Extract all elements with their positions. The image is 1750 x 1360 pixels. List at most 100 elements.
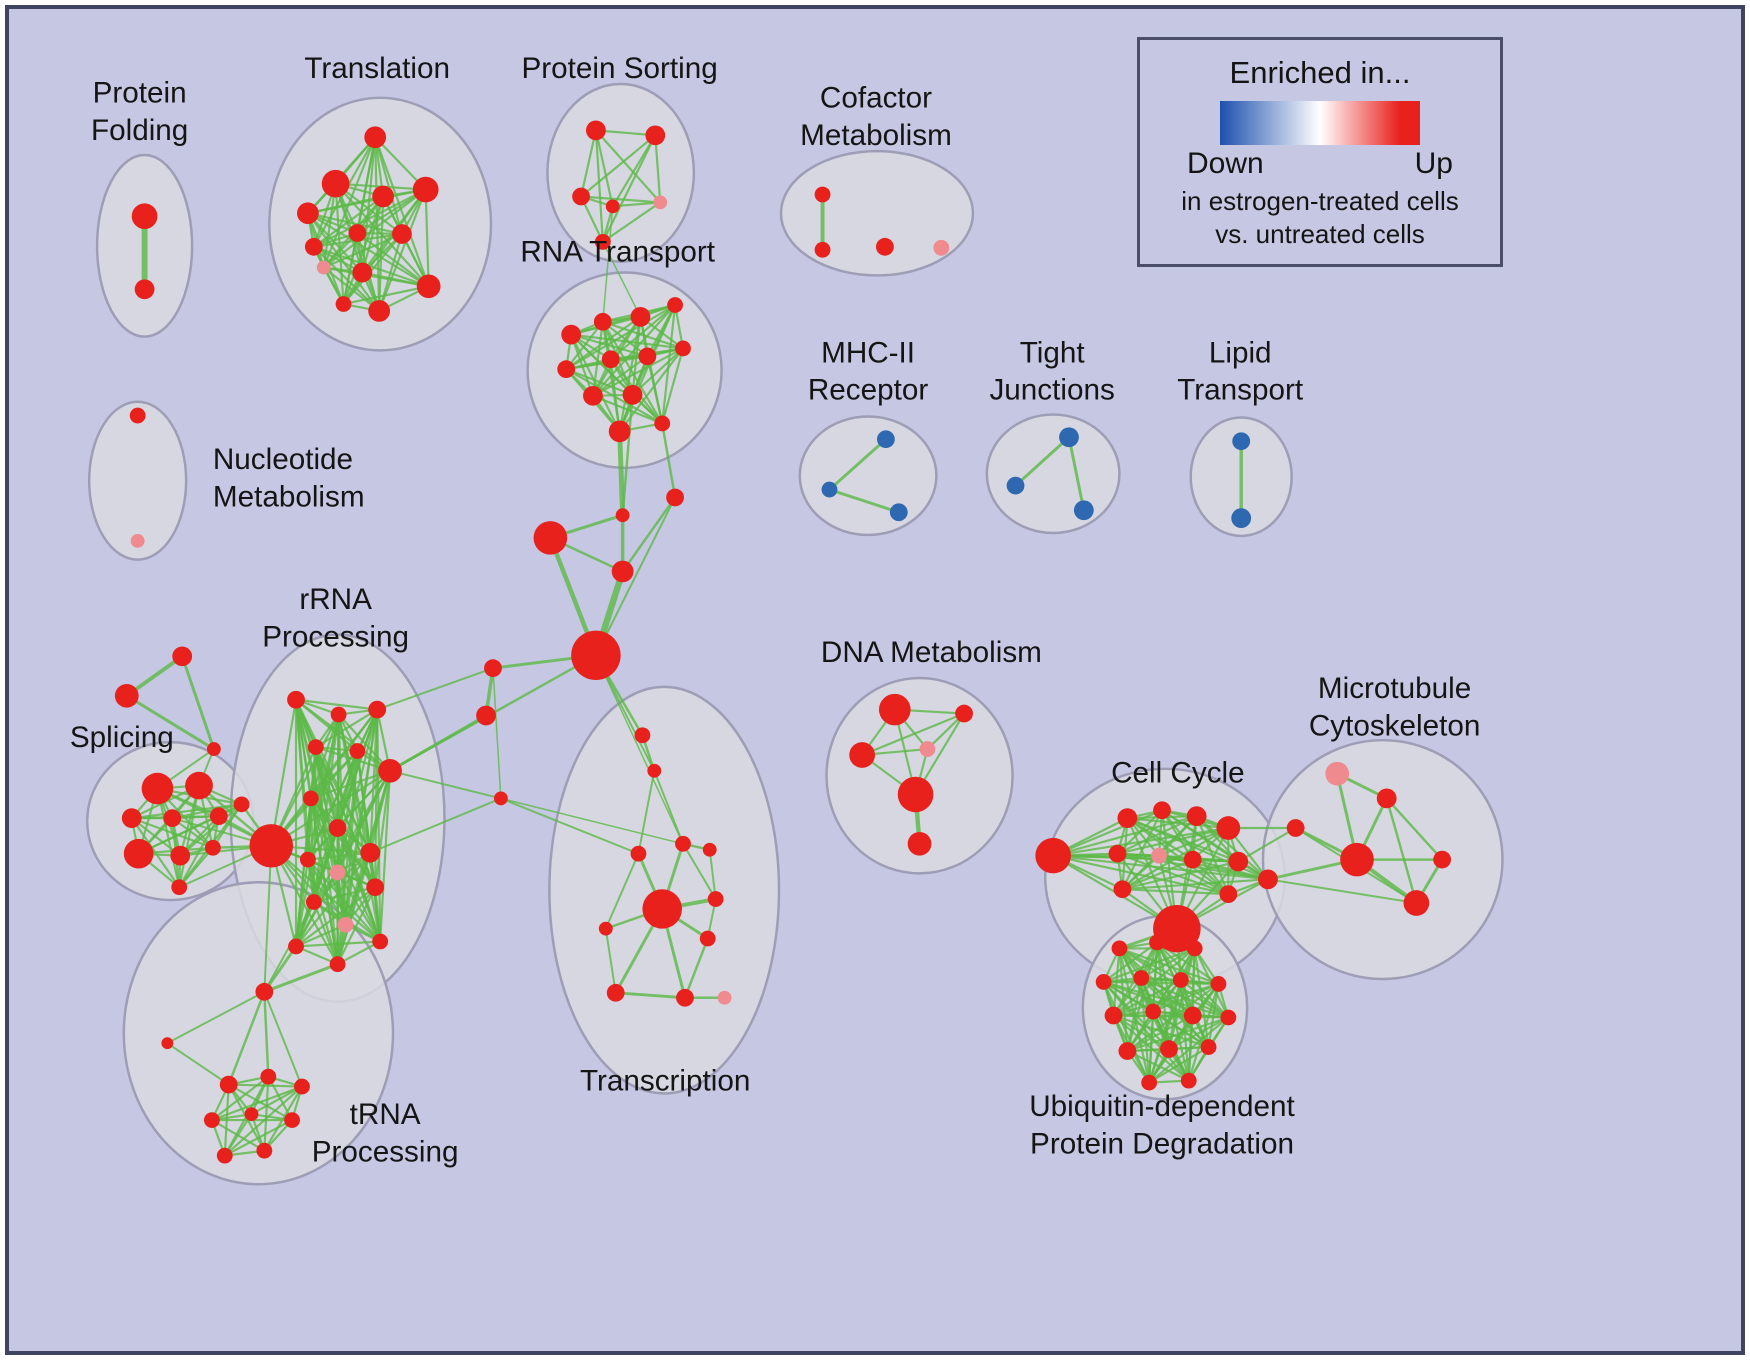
gene-set-node-145[interactable] (1160, 1040, 1178, 1058)
gene-set-node-13[interactable] (368, 300, 391, 322)
gene-set-node-127[interactable] (1325, 761, 1350, 786)
gene-set-node-53[interactable] (1232, 432, 1251, 451)
gene-set-node-85[interactable] (360, 842, 381, 863)
gene-set-node-17[interactable] (572, 187, 590, 206)
gene-set-node-49[interactable] (889, 503, 908, 522)
gene-set-node-120[interactable] (1151, 847, 1167, 864)
gene-set-node-80[interactable] (378, 758, 402, 783)
gene-set-node-109[interactable] (598, 921, 613, 936)
gene-set-node-78[interactable] (307, 739, 324, 755)
gene-set-node-59[interactable] (897, 776, 934, 813)
gene-set-node-7[interactable] (304, 237, 323, 256)
gene-set-node-60[interactable] (907, 831, 932, 856)
gene-set-node-55[interactable] (878, 693, 911, 726)
gene-set-node-79[interactable] (349, 743, 366, 759)
gene-set-node-108[interactable] (707, 891, 724, 907)
gene-set-node-122[interactable] (1228, 851, 1249, 872)
gene-set-node-111[interactable] (606, 983, 625, 1002)
gene-set-node-54[interactable] (1231, 508, 1252, 529)
gene-set-node-75[interactable] (287, 690, 305, 709)
gene-set-node-61[interactable] (172, 646, 193, 667)
gene-set-node-42[interactable] (814, 241, 831, 258)
gene-set-node-97[interactable] (244, 1107, 259, 1122)
gene-set-node-126[interactable] (1258, 869, 1278, 890)
gene-set-node-82[interactable] (328, 819, 347, 837)
gene-set-node-3[interactable] (321, 169, 350, 198)
gene-set-node-138[interactable] (1172, 972, 1189, 988)
gene-set-node-4[interactable] (297, 202, 319, 225)
gene-set-node-101[interactable] (161, 1037, 174, 1050)
gene-set-node-88[interactable] (337, 916, 354, 933)
gene-set-node-84[interactable] (329, 864, 346, 881)
gene-set-node-133[interactable] (1111, 940, 1128, 957)
gene-set-node-34[interactable] (615, 508, 630, 523)
gene-set-node-20[interactable] (594, 233, 611, 250)
gene-set-node-110[interactable] (699, 930, 716, 947)
gene-set-node-136[interactable] (1095, 974, 1112, 990)
gene-set-node-135[interactable] (1186, 940, 1203, 957)
gene-set-node-2[interactable] (364, 126, 387, 149)
gene-set-node-94[interactable] (260, 1068, 277, 1085)
gene-set-node-76[interactable] (330, 706, 347, 723)
gene-set-node-26[interactable] (601, 350, 620, 369)
gene-set-node-128[interactable] (1376, 788, 1397, 809)
gene-set-node-27[interactable] (638, 347, 657, 366)
gene-set-node-142[interactable] (1183, 1006, 1202, 1025)
gene-set-node-90[interactable] (372, 933, 389, 950)
gene-set-node-117[interactable] (1186, 806, 1207, 827)
gene-set-node-92[interactable] (255, 982, 274, 1001)
gene-set-node-28[interactable] (675, 340, 691, 357)
gene-set-node-119[interactable] (1108, 844, 1127, 863)
gene-set-node-10[interactable] (316, 260, 331, 275)
gene-set-node-116[interactable] (1153, 801, 1171, 820)
gene-set-node-16[interactable] (645, 125, 666, 146)
gene-set-node-25[interactable] (557, 360, 576, 379)
gene-set-node-18[interactable] (605, 199, 620, 214)
gene-set-node-47[interactable] (876, 430, 895, 449)
gene-set-node-70[interactable] (170, 845, 191, 866)
gene-set-node-30[interactable] (622, 384, 643, 405)
gene-set-node-29[interactable] (583, 385, 603, 406)
gene-set-node-121[interactable] (1183, 850, 1202, 869)
gene-set-node-51[interactable] (1006, 476, 1025, 495)
gene-set-node-67[interactable] (163, 809, 182, 828)
gene-set-node-66[interactable] (121, 808, 142, 829)
gene-set-node-8[interactable] (348, 224, 367, 242)
gene-set-node-52[interactable] (1073, 500, 1094, 521)
gene-set-node-105[interactable] (702, 842, 717, 857)
gene-set-node-65[interactable] (185, 771, 213, 800)
gene-set-node-68[interactable] (209, 807, 228, 826)
gene-set-node-143[interactable] (1220, 1009, 1237, 1026)
gene-set-node-103[interactable] (647, 763, 662, 778)
gene-set-node-44[interactable] (933, 239, 950, 256)
gene-set-node-102[interactable] (634, 727, 651, 744)
gene-set-node-63[interactable] (206, 742, 221, 756)
gene-set-node-73[interactable] (171, 879, 188, 896)
gene-set-node-45[interactable] (129, 407, 146, 424)
gene-set-node-23[interactable] (630, 307, 651, 327)
gene-set-node-130[interactable] (1340, 842, 1374, 877)
gene-set-node-5[interactable] (372, 185, 394, 208)
gene-set-node-12[interactable] (416, 274, 441, 299)
gene-set-node-58[interactable] (919, 741, 936, 757)
gene-set-node-74[interactable] (249, 824, 294, 868)
gene-set-node-106[interactable] (630, 845, 647, 862)
gene-set-node-31[interactable] (608, 420, 631, 443)
gene-set-node-21[interactable] (561, 324, 582, 345)
gene-set-node-114[interactable] (1035, 837, 1071, 874)
gene-set-node-32[interactable] (654, 415, 671, 432)
gene-set-node-91[interactable] (329, 956, 346, 973)
gene-set-node-87[interactable] (305, 894, 322, 910)
gene-set-node-93[interactable] (219, 1075, 238, 1094)
gene-set-node-77[interactable] (368, 700, 387, 719)
gene-set-node-123[interactable] (1113, 880, 1132, 899)
gene-set-node-6[interactable] (412, 176, 439, 203)
gene-set-node-22[interactable] (593, 312, 612, 331)
gene-set-node-56[interactable] (955, 704, 973, 723)
gene-set-node-129[interactable] (1286, 819, 1305, 837)
gene-set-node-41[interactable] (814, 186, 831, 203)
gene-set-node-72[interactable] (233, 796, 250, 813)
gene-set-node-64[interactable] (141, 772, 174, 805)
gene-set-node-140[interactable] (1104, 1006, 1123, 1025)
gene-set-node-139[interactable] (1210, 976, 1227, 992)
